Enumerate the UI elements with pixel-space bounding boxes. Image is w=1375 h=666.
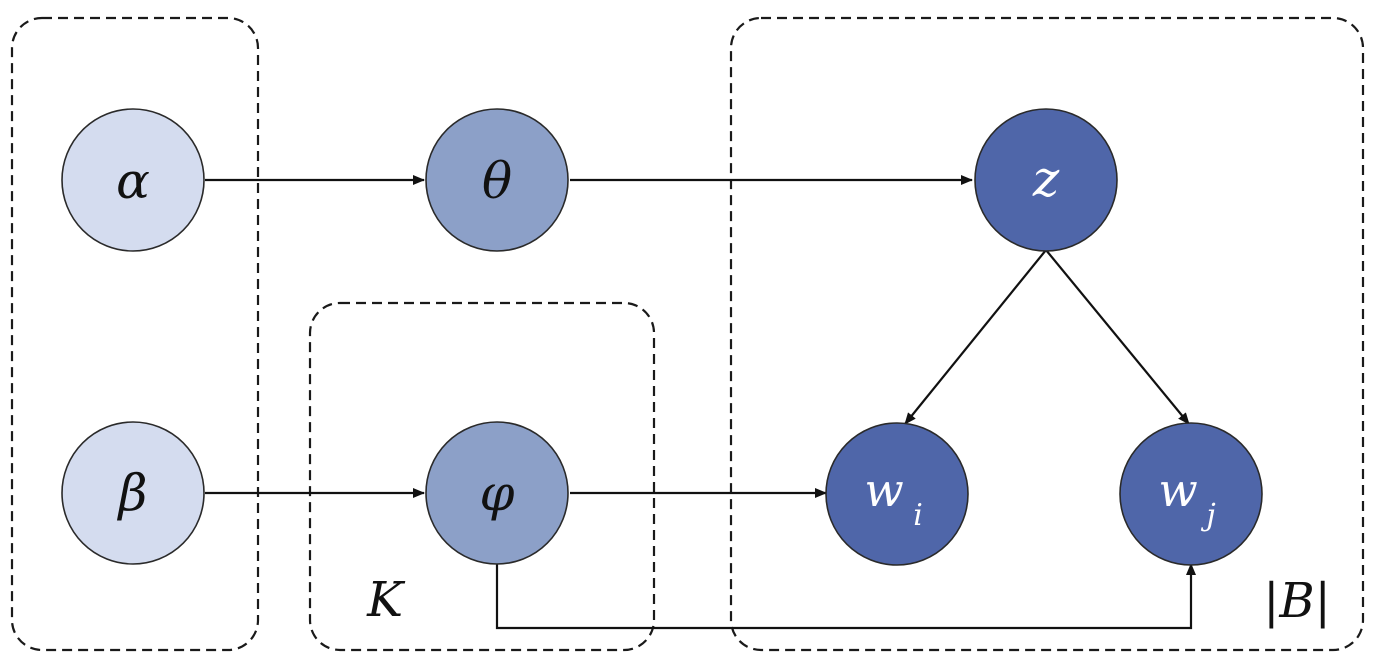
node-beta: β bbox=[61, 421, 205, 565]
node-phi-label: φ bbox=[479, 464, 514, 522]
node-theta-label: θ bbox=[482, 152, 512, 210]
node-theta-circle bbox=[425, 108, 569, 252]
hyperparameter-plate bbox=[10, 16, 260, 652]
node-phi-circle bbox=[425, 421, 569, 565]
node-alpha-label: α bbox=[116, 152, 150, 210]
plate-b-label: |B| bbox=[1263, 573, 1331, 629]
node-wj: w j bbox=[1119, 422, 1263, 566]
node-phi: φ bbox=[425, 421, 569, 565]
node-alpha-circle bbox=[61, 108, 205, 252]
node-wi-circle bbox=[825, 422, 969, 566]
node-wi: w i bbox=[825, 422, 969, 566]
node-z: z bbox=[974, 108, 1118, 252]
node-wj-circle bbox=[1119, 422, 1263, 566]
plate-k-label: K bbox=[366, 572, 406, 628]
node-alpha: α bbox=[61, 108, 205, 252]
node-wj-label: w bbox=[1158, 463, 1197, 517]
edge-phi-wj bbox=[495, 563, 1196, 630]
node-beta-label: β bbox=[117, 464, 148, 522]
plate-b bbox=[729, 16, 1365, 652]
plate-k bbox=[308, 301, 656, 652]
node-z-circle bbox=[974, 108, 1118, 252]
node-theta: θ bbox=[425, 108, 569, 252]
node-z-label: z bbox=[1032, 150, 1060, 208]
edge-z-wi bbox=[904, 249, 1047, 425]
node-wi-subscript: i bbox=[913, 498, 923, 533]
node-wi-label: w bbox=[864, 463, 903, 517]
edge-z-wj bbox=[1045, 249, 1190, 425]
node-beta-circle bbox=[61, 421, 205, 565]
